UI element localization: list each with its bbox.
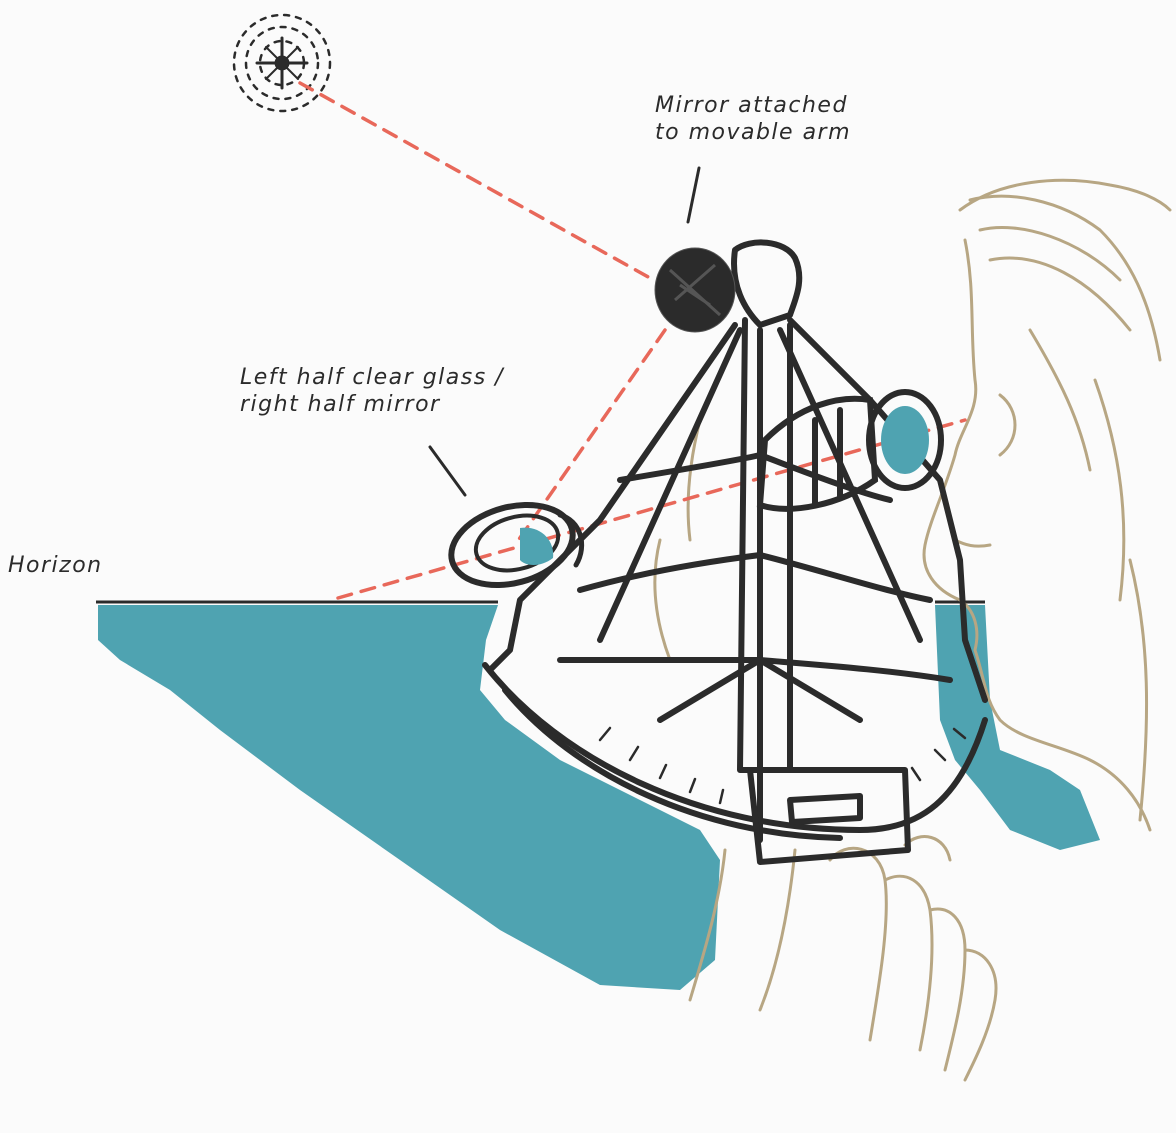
star-icon (232, 13, 332, 113)
horizon-glass-mirror-half (520, 527, 554, 565)
sextant-icon (482, 239, 988, 865)
horizon-glass (448, 501, 585, 589)
mirror-arm-leader (686, 166, 701, 224)
sea-area-right (935, 605, 1100, 850)
telescope (756, 389, 944, 513)
horizon-glass-label-line-2: right half mirror (240, 392, 441, 417)
sight-lines (298, 81, 967, 600)
mirror-arm-label-line-2: to movable arm (655, 120, 852, 145)
label-leaders (428, 166, 701, 497)
mirror-arm-label: Mirror attached to movable arm (655, 92, 851, 146)
star-to-index-mirror-ray (298, 81, 652, 280)
horizon-glass-label-line-1: Left half clear glass / (240, 365, 505, 390)
index-mirror (654, 247, 736, 333)
observer-figure (653, 178, 1172, 1082)
horizon-glass-leader (428, 445, 467, 497)
index-to-horizon-mirror-ray (513, 328, 667, 547)
mirror-arm-label-line-1: Mirror attached (655, 93, 848, 118)
telescope-eyepiece-glass (881, 406, 929, 474)
sea-area (98, 605, 720, 990)
horizon-glass-label: Left half clear glass / right half mirro… (240, 364, 504, 418)
horizon-label: Horizon (8, 553, 103, 578)
horizon-to-eye-ray (336, 418, 967, 600)
